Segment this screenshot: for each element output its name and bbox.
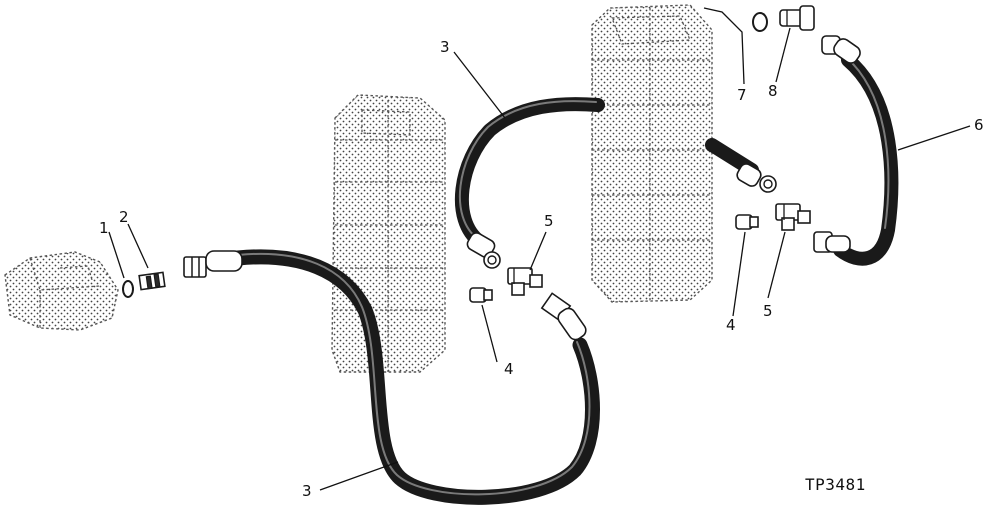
o-ring-part-1 xyxy=(122,280,134,298)
ghost-right-control-valve xyxy=(591,4,713,303)
callout-4-left: 4 xyxy=(504,360,514,378)
callout-3-lower: 3 xyxy=(302,482,312,500)
ghost-pump-housing xyxy=(4,251,119,331)
plug-part-4-right xyxy=(735,214,759,230)
callout-5-right: 5 xyxy=(763,302,773,320)
callout-5-left: 5 xyxy=(544,212,554,230)
hose-end-right-lower xyxy=(813,231,851,253)
callout-labels: 1 2 3 3 4 4 5 5 6 7 8 xyxy=(99,38,984,500)
tee-fitting-part-5-right xyxy=(775,203,811,231)
ghost-left-control-valve xyxy=(331,94,446,373)
hose-end-stub xyxy=(736,163,777,193)
callout-8: 8 xyxy=(768,82,778,100)
callout-3-upper: 3 xyxy=(440,38,450,56)
hose-lower xyxy=(230,249,600,505)
elbow-fitting-part-8 xyxy=(779,5,815,31)
figure-code: TP3481 xyxy=(805,475,866,494)
hose-right xyxy=(833,53,899,266)
tee-fitting-part-5-left xyxy=(507,267,543,296)
adapter-part-2 xyxy=(138,271,166,291)
callout-4-right: 4 xyxy=(726,316,736,334)
callout-6: 6 xyxy=(974,116,984,134)
hose-end-lower-right xyxy=(540,292,587,341)
callout-2: 2 xyxy=(119,208,129,226)
o-ring-part-7 xyxy=(752,12,768,32)
callout-7: 7 xyxy=(737,86,747,104)
hose-end-left xyxy=(183,250,243,278)
callout-1: 1 xyxy=(99,219,109,237)
hose-end-upper-left xyxy=(466,232,501,269)
hose-end-right-upper xyxy=(821,35,861,64)
leader-lines xyxy=(108,7,971,491)
plug-part-4-left xyxy=(469,287,493,303)
hose-upper xyxy=(454,97,605,249)
